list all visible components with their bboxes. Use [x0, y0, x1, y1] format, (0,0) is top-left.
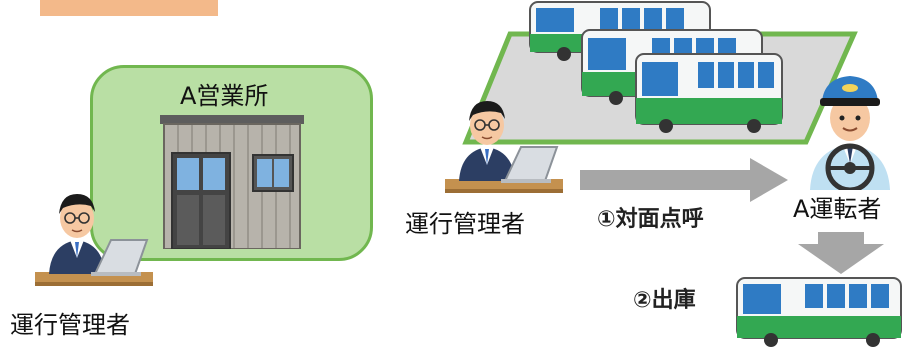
right-manager-label: 運行管理者 [405, 210, 525, 238]
driver-label: A運転者 [793, 195, 882, 223]
left-manager-label: 運行管理者 [10, 311, 130, 339]
roll-call-label: ①対面点呼 [597, 207, 704, 232]
office-building-icon [158, 115, 306, 249]
bus-driver-icon [800, 72, 900, 190]
manager-at-laptop-icon [445, 95, 563, 199]
manager-at-laptop-icon [35, 188, 153, 292]
header-tag [40, 0, 218, 16]
roll-call-arrow [580, 158, 790, 202]
departure-label: ②出庫 [633, 288, 696, 313]
departure-arrow [798, 232, 884, 274]
bus-icon [735, 276, 905, 348]
office-name: A営業所 [180, 82, 269, 110]
bus-icon [634, 52, 786, 134]
